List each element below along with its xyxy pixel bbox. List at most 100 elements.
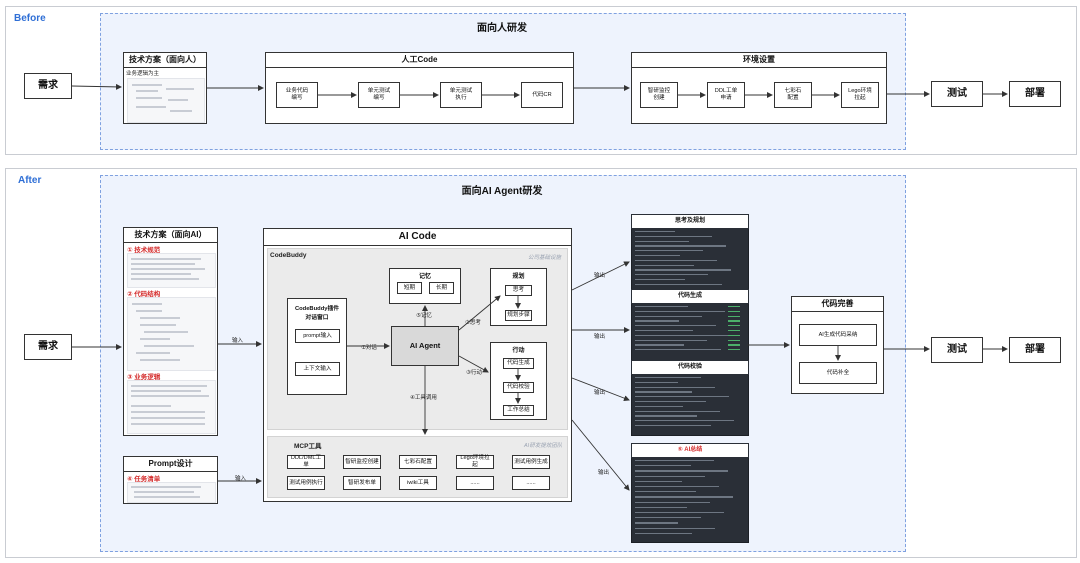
panel-text-line: [635, 250, 703, 252]
after-tech-plan-panel: 技术方案（面向AI） ① 技术规范 ② 代码结构 ③ 业务逻辑: [123, 227, 218, 436]
after-test-box: 测试: [931, 337, 983, 363]
panel-text-line: [635, 522, 678, 524]
task-list-heading: ④ 任务清单: [127, 476, 161, 483]
short-term-memory-box: 短期: [397, 282, 422, 294]
before-tech-plan-panel: 技术方案（面向人） 业务逻辑为主: [123, 52, 207, 124]
long-term-memory-box: 长期: [429, 282, 454, 294]
panel-text-line: [635, 475, 705, 477]
panel-text-line: [635, 310, 725, 312]
code-structure-heading: ② 代码结构: [127, 291, 161, 298]
panel-diff-marker: [728, 349, 740, 351]
panel-text-line: [635, 274, 708, 276]
panel-text-line: [635, 330, 693, 332]
before-deploy-box: 部署: [1009, 81, 1061, 107]
panel-text-line: [635, 465, 691, 467]
public-infra-label: 公司基础设施: [528, 255, 562, 261]
output-label-3: 输出: [594, 390, 606, 396]
panel-text-line: [635, 496, 733, 498]
work-summary-box: 工作总结: [503, 405, 534, 416]
output-label-4: 输出: [598, 470, 610, 476]
action-title: 行动: [512, 348, 525, 354]
panel-text-line: [635, 480, 682, 482]
panel-text-line: [635, 470, 728, 472]
panel-text-line: [635, 381, 678, 383]
mcp-title: MCP工具: [294, 443, 322, 450]
before-step-unit-test-write: 单元测试 编写: [358, 82, 400, 108]
ai-summary-title: ⑤ AI总结: [631, 443, 749, 458]
ai-summary-panel: [631, 443, 749, 543]
panel-text-line: [635, 532, 692, 534]
mcp-tool-rainbow: 七彩石配置: [399, 455, 437, 469]
plan-title: 规划: [512, 274, 525, 280]
codebuddy-label: CodeBuddy: [270, 252, 307, 259]
panel-text-line: [635, 420, 734, 422]
before-label: Before: [14, 13, 46, 24]
mcp-tool-release: 智研发布单: [343, 476, 381, 490]
think-plan-title: 思考及规划: [631, 214, 749, 229]
action-label: ③行动: [466, 370, 482, 376]
before-region-title: 面向人研发: [477, 23, 527, 34]
mcp-team-label: AI研发提效团队: [524, 443, 563, 449]
panel-text-line: [635, 231, 675, 233]
panel-diff-marker: [728, 320, 740, 322]
before-tech-plan-title: 技术方案（面向人）: [124, 53, 206, 68]
before-env-title: 环境设置: [632, 53, 886, 68]
panel-text-line: [635, 349, 721, 351]
panel-text-line: [635, 405, 683, 407]
panel-diff-marker: [728, 339, 740, 341]
arrow-agent-action: [458, 355, 489, 373]
panel-diff-marker: [728, 344, 740, 346]
arrow-out-check: [571, 377, 630, 401]
before-step-monitor-create: 智研监控 创建: [640, 82, 678, 108]
before-step-unit-test-run: 单元测试 执行: [440, 82, 482, 108]
panel-text-line: [635, 401, 706, 403]
mcp-tool-more-1: ......: [456, 476, 494, 490]
panel-text-line: [635, 506, 687, 508]
memory-label: ⑤记忆: [416, 313, 432, 319]
panel-text-line: [635, 527, 715, 529]
panel-diff-marker: [728, 310, 740, 312]
code-completion-title: 代码完善: [792, 297, 883, 312]
dialog-label: ①对话: [361, 345, 377, 351]
panel-text-line: [635, 269, 731, 271]
panel-diff-marker: [728, 325, 740, 327]
panel-text-line: [635, 344, 684, 346]
think-box: 思考: [505, 285, 532, 296]
plan-steps-box: 规划步骤: [505, 310, 532, 321]
ai-agent-box: AI Agent: [391, 326, 459, 366]
panel-diff-marker: [728, 306, 740, 308]
mcp-tool-monitor: 智研监控创建: [343, 455, 381, 469]
panel-text-line: [635, 279, 685, 281]
panel-text-line: [635, 235, 712, 237]
think-label: ②思考: [465, 320, 481, 326]
panel-diff-marker: [728, 334, 740, 336]
arrow-before-req: [71, 83, 122, 90]
output-label-2: 输出: [594, 334, 606, 340]
ai-code-accept-box: AI生成代码采纳: [799, 324, 877, 346]
mcp-tool-testcase-gen: 测试用例生成: [512, 455, 550, 469]
prompt-design-panel: Prompt设计 ④ 任务清单: [123, 456, 218, 504]
before-step-rainbow-config: 七彩石 配置: [774, 82, 812, 108]
tool-call-label: ④工具调用: [410, 395, 437, 401]
panel-text-line: [635, 339, 707, 341]
after-requirement-box: 需求: [24, 334, 72, 360]
panel-diff-marker: [728, 315, 740, 317]
before-step-business-code: 业务代码 编写: [276, 82, 318, 108]
panel-text-line: [635, 486, 719, 488]
panel-text-line: [635, 334, 730, 336]
panel-text-line: [635, 460, 714, 462]
panel-text-line: [635, 377, 701, 379]
panel-text-line: [635, 491, 696, 493]
panel-text-line: [635, 259, 717, 261]
code-structure-thumbnail: [127, 297, 216, 371]
panel-text-line: [635, 415, 697, 417]
before-tech-plan-thumbnail: [127, 78, 205, 123]
before-step-lego-env: Lego环境 拉起: [841, 82, 879, 108]
tech-spec-heading: ① 技术规范: [127, 247, 161, 254]
panel-text-line: [635, 396, 729, 398]
mcp-tool-more-2: ......: [512, 476, 550, 490]
after-deploy-box: 部署: [1009, 337, 1061, 363]
panel-text-line: [635, 245, 726, 247]
panel-diff-marker: [728, 330, 740, 332]
before-tech-plan-subtitle: 业务逻辑为主: [126, 71, 160, 77]
